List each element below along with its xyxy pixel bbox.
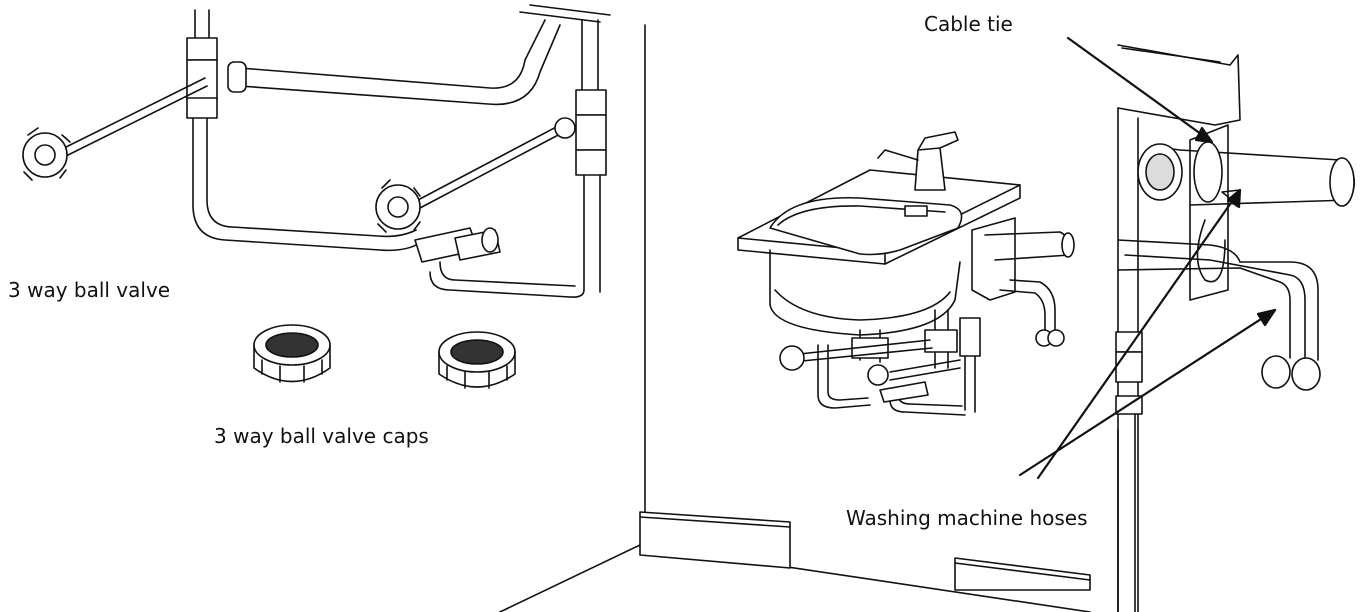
valve-manifold [22, 4, 611, 298]
hose-leader-1 [1018, 308, 1277, 477]
washing-machine-hoses-label: Washing machine hoses [846, 506, 1088, 530]
valve-cap-2 [438, 331, 516, 389]
faucet [877, 131, 959, 191]
cable-tie-leader [1066, 36, 1214, 144]
leader-lines [1018, 36, 1277, 480]
three-way-ball-valve-label: 3 way ball valve [8, 278, 171, 302]
valve-handle-right [375, 117, 576, 233]
hose-pipes [1117, 239, 1319, 361]
closeup-view [1115, 44, 1356, 612]
valve-caps [253, 324, 516, 389]
sink-unit [737, 131, 1075, 416]
upper-pipe [239, 4, 611, 106]
three-way-ball-valve-caps-label: 3 way ball valve caps [214, 424, 429, 448]
valve-handle-left [22, 77, 208, 181]
left-fitting-top [186, 37, 218, 61]
room-wall [499, 24, 1091, 612]
hose-leader-2 [1036, 188, 1242, 480]
cable-tie-label: Cable tie [924, 12, 1013, 36]
right-fitting-top [575, 89, 607, 116]
left-vertical-pipe [192, 9, 421, 252]
right-fitting-mid [575, 114, 607, 151]
cable-tie [1196, 219, 1226, 283]
right-vertical-pipe [429, 19, 601, 298]
valve-cap-1 [253, 324, 331, 383]
